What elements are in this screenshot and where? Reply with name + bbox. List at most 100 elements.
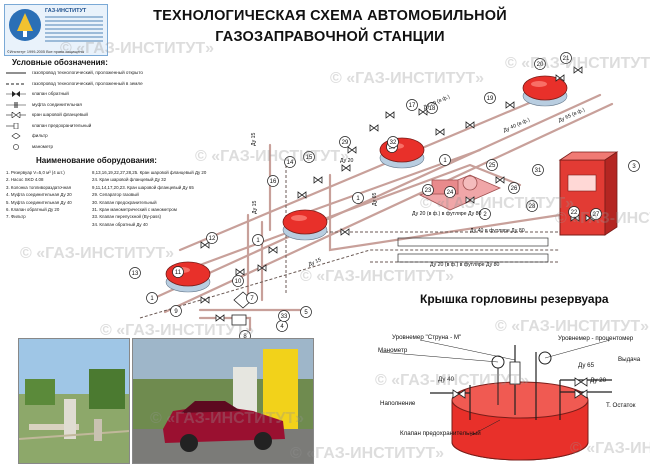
ball-valve-icon	[340, 228, 350, 236]
ball-valve-icon	[200, 241, 210, 249]
tanks	[165, 75, 568, 293]
callout-level-gauge-string: Уровнемер "Струна - М"	[392, 334, 462, 341]
legend-item-label: кран шаровой фланцевый	[32, 112, 88, 118]
number-marker-label: 13	[132, 271, 139, 277]
manometer-icon	[6, 143, 26, 150]
number-marker-label: 2	[483, 212, 487, 218]
pipe-label-dy15-left: Ду 15	[251, 132, 257, 146]
number-marker-circle	[526, 200, 538, 212]
number-marker-label: 1	[256, 238, 260, 244]
dashed-line-icon	[6, 81, 26, 87]
pipe-label-dy65-vert: Ду 65	[372, 192, 378, 206]
equipment-item: 1. Резервуар V=5,0 м³ (4 шт.)	[6, 170, 65, 175]
tank	[165, 261, 211, 293]
equipment-item: 3. Колонка топливораздаточная	[6, 184, 71, 190]
callout-manometer: Манометр	[378, 347, 408, 354]
ball-valve-icon	[313, 176, 323, 184]
number-marker-label: 3	[632, 164, 636, 170]
legend-item-label: клапан обратный	[32, 91, 69, 97]
legend-item-label: газопровод технологический, проложенный …	[32, 70, 143, 76]
institute-logo: ГАЗ-ИНСТИТУТ ©Институт 1999-2005 Все пра…	[4, 4, 108, 56]
number-marker-label: 9	[174, 309, 178, 315]
legend-item-label: манометр	[32, 143, 54, 149]
number-marker-circle	[426, 102, 438, 114]
tank-cover-detail	[379, 339, 612, 461]
ball-valve-icon	[297, 191, 307, 199]
number-marker-label: 4	[280, 324, 284, 330]
ball-valve-icon	[495, 176, 505, 184]
photo-refueling-car	[132, 338, 314, 464]
tank	[379, 137, 425, 169]
number-marker-circle	[628, 160, 640, 172]
number-marker-label: 18	[429, 106, 436, 112]
solid-line-icon	[6, 70, 26, 76]
number-marker-label: 22	[571, 210, 578, 216]
number-marker-circle	[534, 58, 546, 70]
legend-item-coupling: муфта соединительная	[6, 101, 82, 108]
number-marker-label: 1	[443, 158, 447, 164]
tank	[282, 209, 328, 241]
callout-level-gauge-percent: Уровнемер - процентомер	[558, 335, 634, 342]
number-marker-circle	[246, 292, 258, 304]
number-marker-label: 12	[209, 236, 216, 242]
equipment-number-markers: 1111234567891011121314151617181920212223…	[129, 52, 640, 362]
number-marker-circle	[484, 92, 496, 104]
equipment-item: 4. Муфта соединительная Ду 20	[6, 192, 72, 198]
number-marker-label: 16	[270, 179, 277, 185]
number-marker-circle	[170, 305, 182, 317]
coupling-icon	[6, 101, 26, 108]
photo-station-site	[18, 338, 130, 464]
number-marker-label: 5	[304, 310, 308, 316]
detail-title: Крышка горловины резервуара	[420, 292, 609, 306]
equipment-item: 34. Клапан обратный Ду 40	[92, 221, 148, 227]
ball-valve-icon	[555, 74, 565, 82]
number-marker-label: 27	[593, 212, 600, 218]
equipment-item: 5. Муфта соединительная Ду 40	[6, 199, 72, 205]
callout-dy65: Ду 65	[578, 362, 595, 369]
ball-valve-icon	[505, 101, 515, 109]
equipment-item: 7. Фильтр	[6, 214, 26, 220]
ball-valve-icon	[257, 264, 267, 272]
number-marker-circle	[568, 206, 580, 218]
number-marker-circle	[406, 99, 418, 111]
station-photo-image	[19, 339, 129, 463]
pipe-label-dy20-casing-2: Ду 20 (в ф.) в футляре Ду 80	[430, 262, 500, 268]
number-marker-circle	[444, 186, 456, 198]
number-marker-circle	[278, 310, 290, 322]
ball-valve-icon	[418, 108, 428, 116]
ball-valve-icon	[385, 111, 395, 119]
equipment-item: 31. Кран манометрический с манометром	[92, 207, 177, 212]
number-marker-circle	[303, 151, 315, 163]
legend-item-manometer: манометр	[6, 143, 54, 150]
ball-valve-icon	[369, 124, 379, 132]
ball-valve-icon	[341, 164, 351, 172]
ball-valve-icon	[435, 128, 445, 136]
legend-item-label: клапан предохранительный	[32, 122, 92, 128]
number-marker-label: 32	[390, 140, 397, 146]
page-title-line2: ГАЗОЗАПРАВОЧНОЙ СТАНЦИИ	[215, 29, 445, 45]
emblem-icon	[9, 9, 41, 41]
number-marker-circle	[267, 175, 279, 187]
number-marker-label: 17	[409, 103, 416, 109]
number-marker-circle	[206, 232, 218, 244]
number-marker-label: 7	[250, 296, 254, 302]
number-marker-label: 26	[511, 186, 518, 192]
fuel-dispenser	[558, 151, 619, 236]
equipment-item: 24. Кран шаровой фланцевый Ду 32	[92, 177, 167, 183]
number-marker-label: 21	[563, 56, 570, 62]
number-marker-circle	[232, 275, 244, 287]
pipe-label-dy20: Ду 20	[340, 158, 354, 164]
number-marker-label: 1	[150, 296, 154, 302]
equipment-item: 30. Клапан предохранительный	[92, 199, 157, 205]
callout-outlet: Выдача	[618, 356, 641, 363]
number-marker-label: 15	[306, 155, 313, 161]
number-marker-circle	[252, 234, 264, 246]
ball-valve-icon	[347, 146, 357, 154]
callout-filling: Наполнение	[380, 400, 416, 407]
equipment-item: 2. Насос SKD 4.08	[6, 177, 44, 183]
equipment-item: 33. Клапан перепускной (By-pass)	[92, 214, 162, 220]
number-marker-label: 1	[356, 196, 360, 202]
legend-item-dashed-line: газопровод технологический, проложенный …	[6, 81, 143, 87]
